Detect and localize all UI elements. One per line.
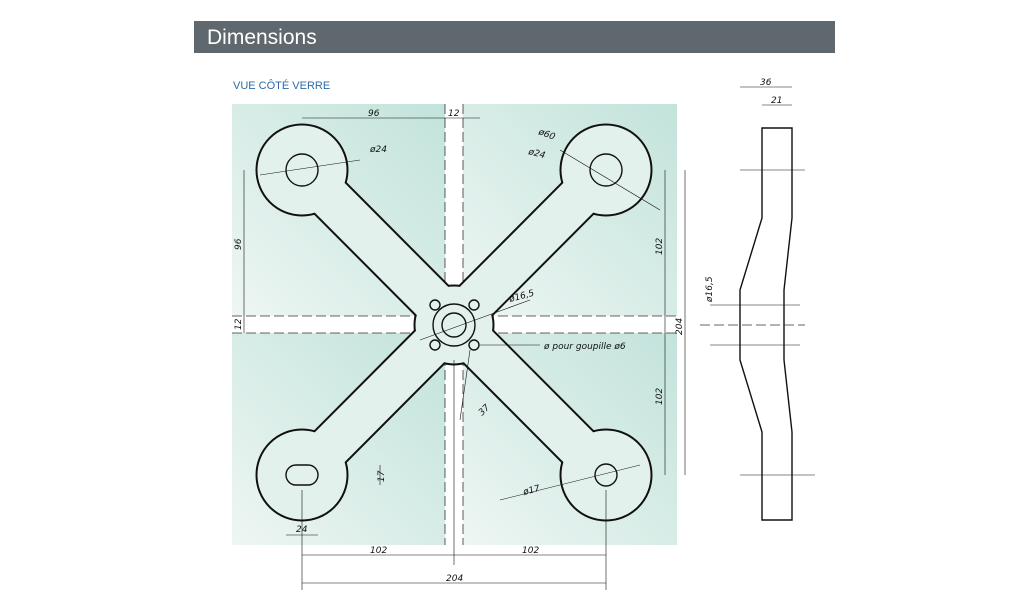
dim-slot-24: 24 — [296, 525, 308, 535]
dim-right-102-top: 102 — [655, 238, 665, 255]
spider-fitting — [255, 123, 661, 522]
dimension-lines — [243, 86, 792, 590]
dim-bottom-102-right: 102 — [522, 546, 539, 556]
hole-bottom-right — [594, 463, 618, 487]
dim-gap-top: 12 — [448, 109, 460, 119]
dim-right-102-bottom: 102 — [655, 388, 665, 405]
hole-top-left — [285, 153, 319, 187]
dim-dia-24-right: ø24 — [526, 147, 546, 161]
dim-dia-17: ø17 — [521, 484, 541, 498]
dim-pin-hole: ø pour goupille ø6 — [543, 342, 626, 352]
section-header: Dimensions — [194, 21, 835, 53]
dim-bottom-102-left: 102 — [370, 546, 387, 556]
dim-dia-24-left: ø24 — [369, 145, 387, 155]
pin-holes — [429, 299, 480, 351]
dim-right-204: 204 — [675, 318, 685, 335]
dim-top-width: 96 — [368, 109, 380, 119]
side-view — [700, 127, 815, 521]
dim-side-dia-16-5: ø16,5 — [705, 276, 715, 303]
glass-joint-lines — [232, 104, 677, 545]
hole-top-right — [589, 153, 623, 187]
dim-gap-left: 12 — [234, 318, 244, 330]
section-title: Dimensions — [207, 26, 317, 49]
dim-slot-17: 17 — [377, 470, 387, 482]
view-label: VUE CÔTÉ VERRE — [233, 80, 331, 92]
dim-bottom-204: 204 — [446, 574, 463, 584]
dim-left-height: 96 — [234, 238, 244, 250]
slot-bottom-left — [285, 464, 319, 486]
dim-side-21: 21 — [771, 96, 782, 106]
dim-side-36: 36 — [760, 78, 772, 88]
